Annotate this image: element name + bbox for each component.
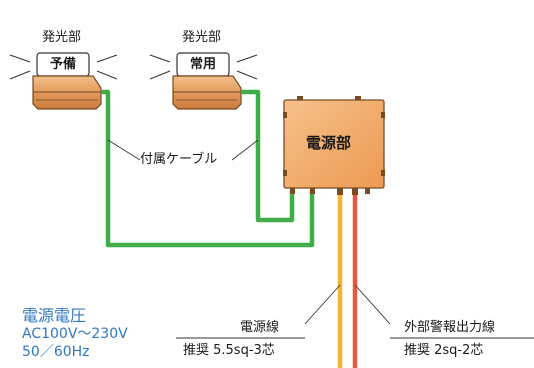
cable-label: 付属ケーブル (140, 152, 218, 167)
cable-leader (107, 139, 141, 161)
lamp-main (149, 52, 258, 110)
screw (283, 170, 287, 176)
screw (297, 96, 303, 100)
lamp-main-emitter-label: 発光部 (182, 30, 222, 45)
power-wire-name: 電源線 (240, 320, 280, 335)
wire-leader (304, 284, 341, 325)
green-cables (101, 89, 315, 248)
power-unit-box (283, 99, 385, 189)
power-wire-recommendation: 推奨 5.5sq-3芯 (183, 343, 275, 358)
lamp-spare (9, 52, 118, 110)
wire-leader (354, 284, 391, 325)
light-ray (149, 70, 171, 80)
spec-frequency: 50／60Hz (22, 344, 90, 360)
spec-voltage: AC100V～230V (22, 326, 128, 342)
power-spec: 電源電圧 AC100V～230V 50／60Hz (22, 307, 128, 361)
cable-gland (337, 188, 343, 195)
light-ray (96, 70, 118, 80)
lamp-spare-emitter-label: 発光部 (42, 30, 82, 45)
screw (381, 112, 385, 118)
power-unit (283, 96, 385, 195)
spec-title: 電源電圧 (22, 306, 87, 325)
light-ray (236, 54, 258, 63)
light-ray (9, 54, 31, 63)
cable-gland (352, 188, 358, 195)
cable-gland (290, 188, 295, 194)
alarm-wire-recommendation: 推奨 2sq-2芯 (404, 343, 484, 358)
power-unit-label: 電源部 (306, 134, 352, 152)
light-ray (236, 70, 258, 80)
lamp-main-box-label: 常用 (190, 57, 217, 72)
light-ray (96, 54, 118, 63)
green-cable-spare (101, 89, 315, 248)
screw (283, 112, 287, 118)
screw (355, 96, 361, 100)
cable-leader (231, 139, 259, 161)
cable-gland (310, 188, 315, 194)
cable-gland (365, 188, 370, 194)
light-ray (9, 70, 31, 80)
screw (381, 170, 385, 176)
green-cable-main (241, 89, 295, 223)
lamp-spare-box-label: 予備 (50, 57, 77, 72)
alarm-wire-name: 外部警報出力線 (404, 320, 496, 335)
light-ray (149, 54, 171, 63)
